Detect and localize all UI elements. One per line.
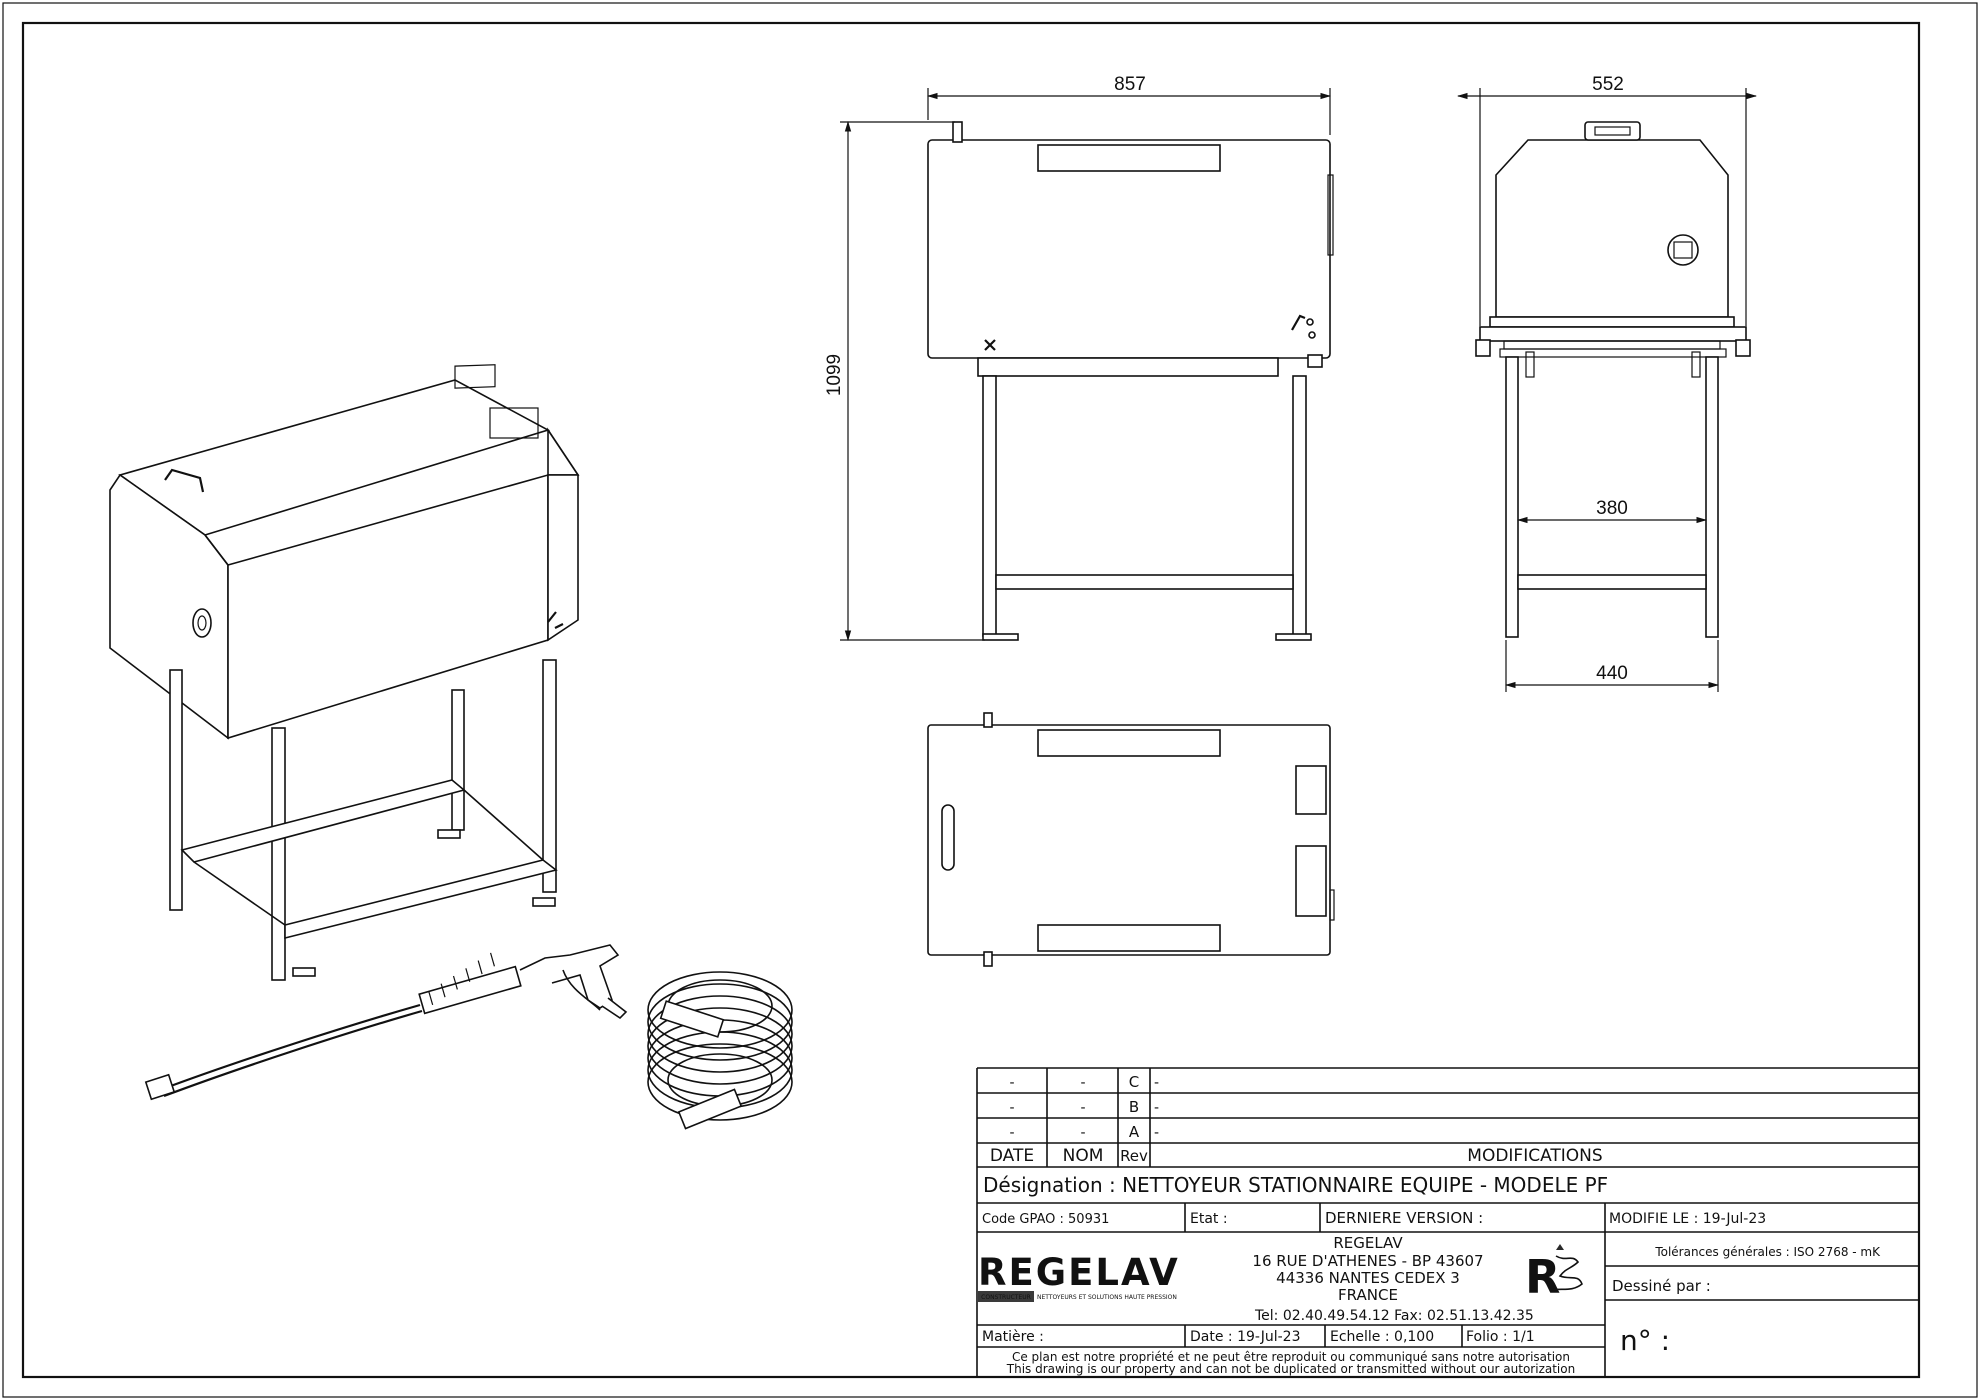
spray-lance (144, 944, 628, 1101)
front-view-dimensions: 857 1099 (824, 74, 1332, 642)
address-line-1: 16 RUE D'ATHENES - BP 43607 (1252, 1252, 1483, 1270)
regelav-logo: REGELAV CONSTRUCTEUR NETTOYEURS ET SOLUT… (978, 1251, 1180, 1302)
company-name: REGELAV (1333, 1234, 1403, 1252)
revision-row-a: - - A - (1009, 1123, 1159, 1141)
header-date: DATE (990, 1146, 1034, 1166)
revision-rev: A (1129, 1123, 1140, 1141)
designation: Désignation : NETTOYEUR STATIONNAIRE EQU… (983, 1173, 1608, 1197)
dim-width-front: 857 (1114, 74, 1146, 95)
revision-mod: - (1154, 1075, 1159, 1091)
legal-notice-en: This drawing is our property and can not… (1006, 1362, 1575, 1376)
dim-height: 1099 (824, 354, 845, 396)
title-block: - - C - - - B - - - A - DATE NOM Rev MOD… (976, 1067, 1919, 1377)
code-gpao: Code GPAO : 50931 (982, 1212, 1109, 1227)
derniere-version: DERNIERE VERSION : (1325, 1209, 1483, 1227)
sheet-inner-border (21, 21, 1921, 1379)
revision-rev: B (1129, 1098, 1139, 1116)
revision-date: - (1009, 1125, 1014, 1141)
svg-text:R: R (1525, 1250, 1560, 1304)
hose-coil (647, 971, 793, 1130)
revision-mod: - (1154, 1125, 1159, 1141)
legal-notice-fr: Ce plan est notre propriété et ne peut ê… (1012, 1350, 1570, 1364)
dessine-par: Dessiné par : (1612, 1277, 1711, 1295)
matiere: Matière : (982, 1329, 1044, 1345)
side-view-dimensions: 552 380 440 (1456, 74, 1758, 692)
header-rev: Rev (1120, 1147, 1148, 1165)
tolerances: Tolérances générales : ISO 2768 - mK (1654, 1245, 1881, 1259)
logo-text: REGELAV (978, 1251, 1180, 1294)
dim-inner-width: 380 (1596, 498, 1628, 519)
header-nom: NOM (1063, 1146, 1104, 1166)
revision-nom: - (1080, 1075, 1085, 1091)
side-view (1475, 121, 1751, 638)
front-view (927, 121, 1334, 641)
address-line-2: 44336 NANTES CEDEX 3 (1276, 1269, 1460, 1287)
echelle: Echelle : 0,100 (1330, 1329, 1434, 1345)
revision-row-b: - - B - (1009, 1098, 1159, 1116)
folio: Folio : 1/1 (1466, 1329, 1535, 1345)
dim-width-side: 552 (1592, 74, 1624, 95)
revision-row-c: - - C - (1009, 1073, 1159, 1091)
logo-badge: CONSTRUCTEUR (981, 1294, 1031, 1301)
phone-fax: Tel: 02.40.49.54.12 Fax: 02.51.13.42.35 (1254, 1308, 1534, 1324)
revision-nom: - (1080, 1125, 1085, 1141)
header-modifications: MODIFICATIONS (1467, 1146, 1602, 1166)
country: FRANCE (1338, 1286, 1398, 1304)
isometric-view (109, 364, 793, 1130)
regelav-r-logo-icon: R (1525, 1244, 1583, 1304)
revision-rev: C (1129, 1073, 1139, 1091)
modifie-le: MODIFIE LE : 19-Jul-23 (1609, 1211, 1766, 1227)
numero: n° : (1620, 1324, 1670, 1357)
dim-leg-width: 440 (1596, 663, 1628, 684)
date: Date : 19-Jul-23 (1190, 1329, 1300, 1345)
etat: Etat : (1190, 1211, 1228, 1227)
revision-nom: - (1080, 1100, 1085, 1116)
revision-date: - (1009, 1075, 1014, 1091)
top-view (927, 712, 1335, 967)
revision-mod: - (1154, 1100, 1159, 1116)
logo-tagline: NETTOYEURS ET SOLUTIONS HAUTE PRESSION (1037, 1294, 1177, 1301)
revision-date: - (1009, 1100, 1014, 1116)
